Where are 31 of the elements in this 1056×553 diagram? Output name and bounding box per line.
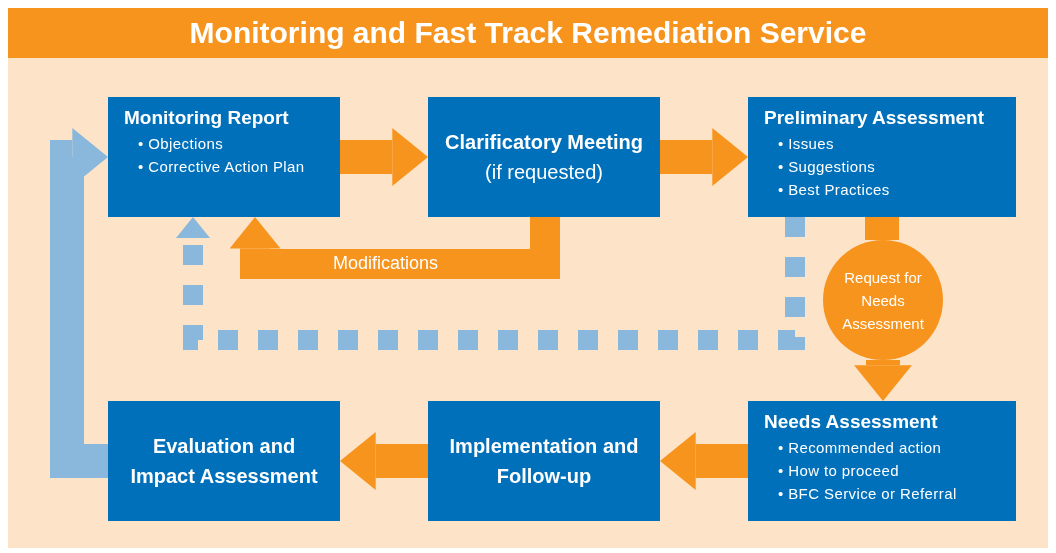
circle-label: Request for Needs Assessment xyxy=(841,267,925,334)
dotted-arrow xyxy=(176,217,805,350)
bullet-item: • How to proceed xyxy=(778,461,900,481)
bullet-item: • Objections xyxy=(138,134,225,154)
process-box xyxy=(428,401,660,521)
arrow xyxy=(50,128,108,478)
bullet-item: • BFC Service or Referral xyxy=(778,484,958,504)
box-title: Preliminary Assessment xyxy=(764,107,986,129)
process-box xyxy=(748,97,1016,217)
arrow xyxy=(660,432,748,490)
box-title: Monitoring Report xyxy=(124,107,290,129)
bullet-item: • Corrective Action Plan xyxy=(138,157,306,177)
process-box xyxy=(748,401,1016,521)
title: Monitoring and Fast Track Remediation Service xyxy=(189,16,867,50)
edge-label: Modifications xyxy=(333,253,439,274)
bullet-item: • Issues xyxy=(778,134,835,154)
bullet-item: • Suggestions xyxy=(778,157,877,177)
arrow xyxy=(340,432,428,490)
process-box xyxy=(428,97,660,217)
process-box xyxy=(108,97,340,217)
bullet-item: • Best Practices xyxy=(778,180,891,200)
box-title: Implementation and Follow-up xyxy=(448,434,640,489)
arrow xyxy=(229,217,560,279)
process-box xyxy=(108,401,340,521)
bullet-item: • Recommended action xyxy=(778,438,943,458)
box-title: Clarificatory Meeting xyxy=(445,130,643,155)
box-title: Needs Assessment xyxy=(764,411,939,433)
arrow xyxy=(660,128,748,186)
arrow xyxy=(340,128,428,186)
box-subtitle: (if requested) xyxy=(485,160,603,185)
box-title: Evaluation and Impact Assessment xyxy=(129,434,319,489)
